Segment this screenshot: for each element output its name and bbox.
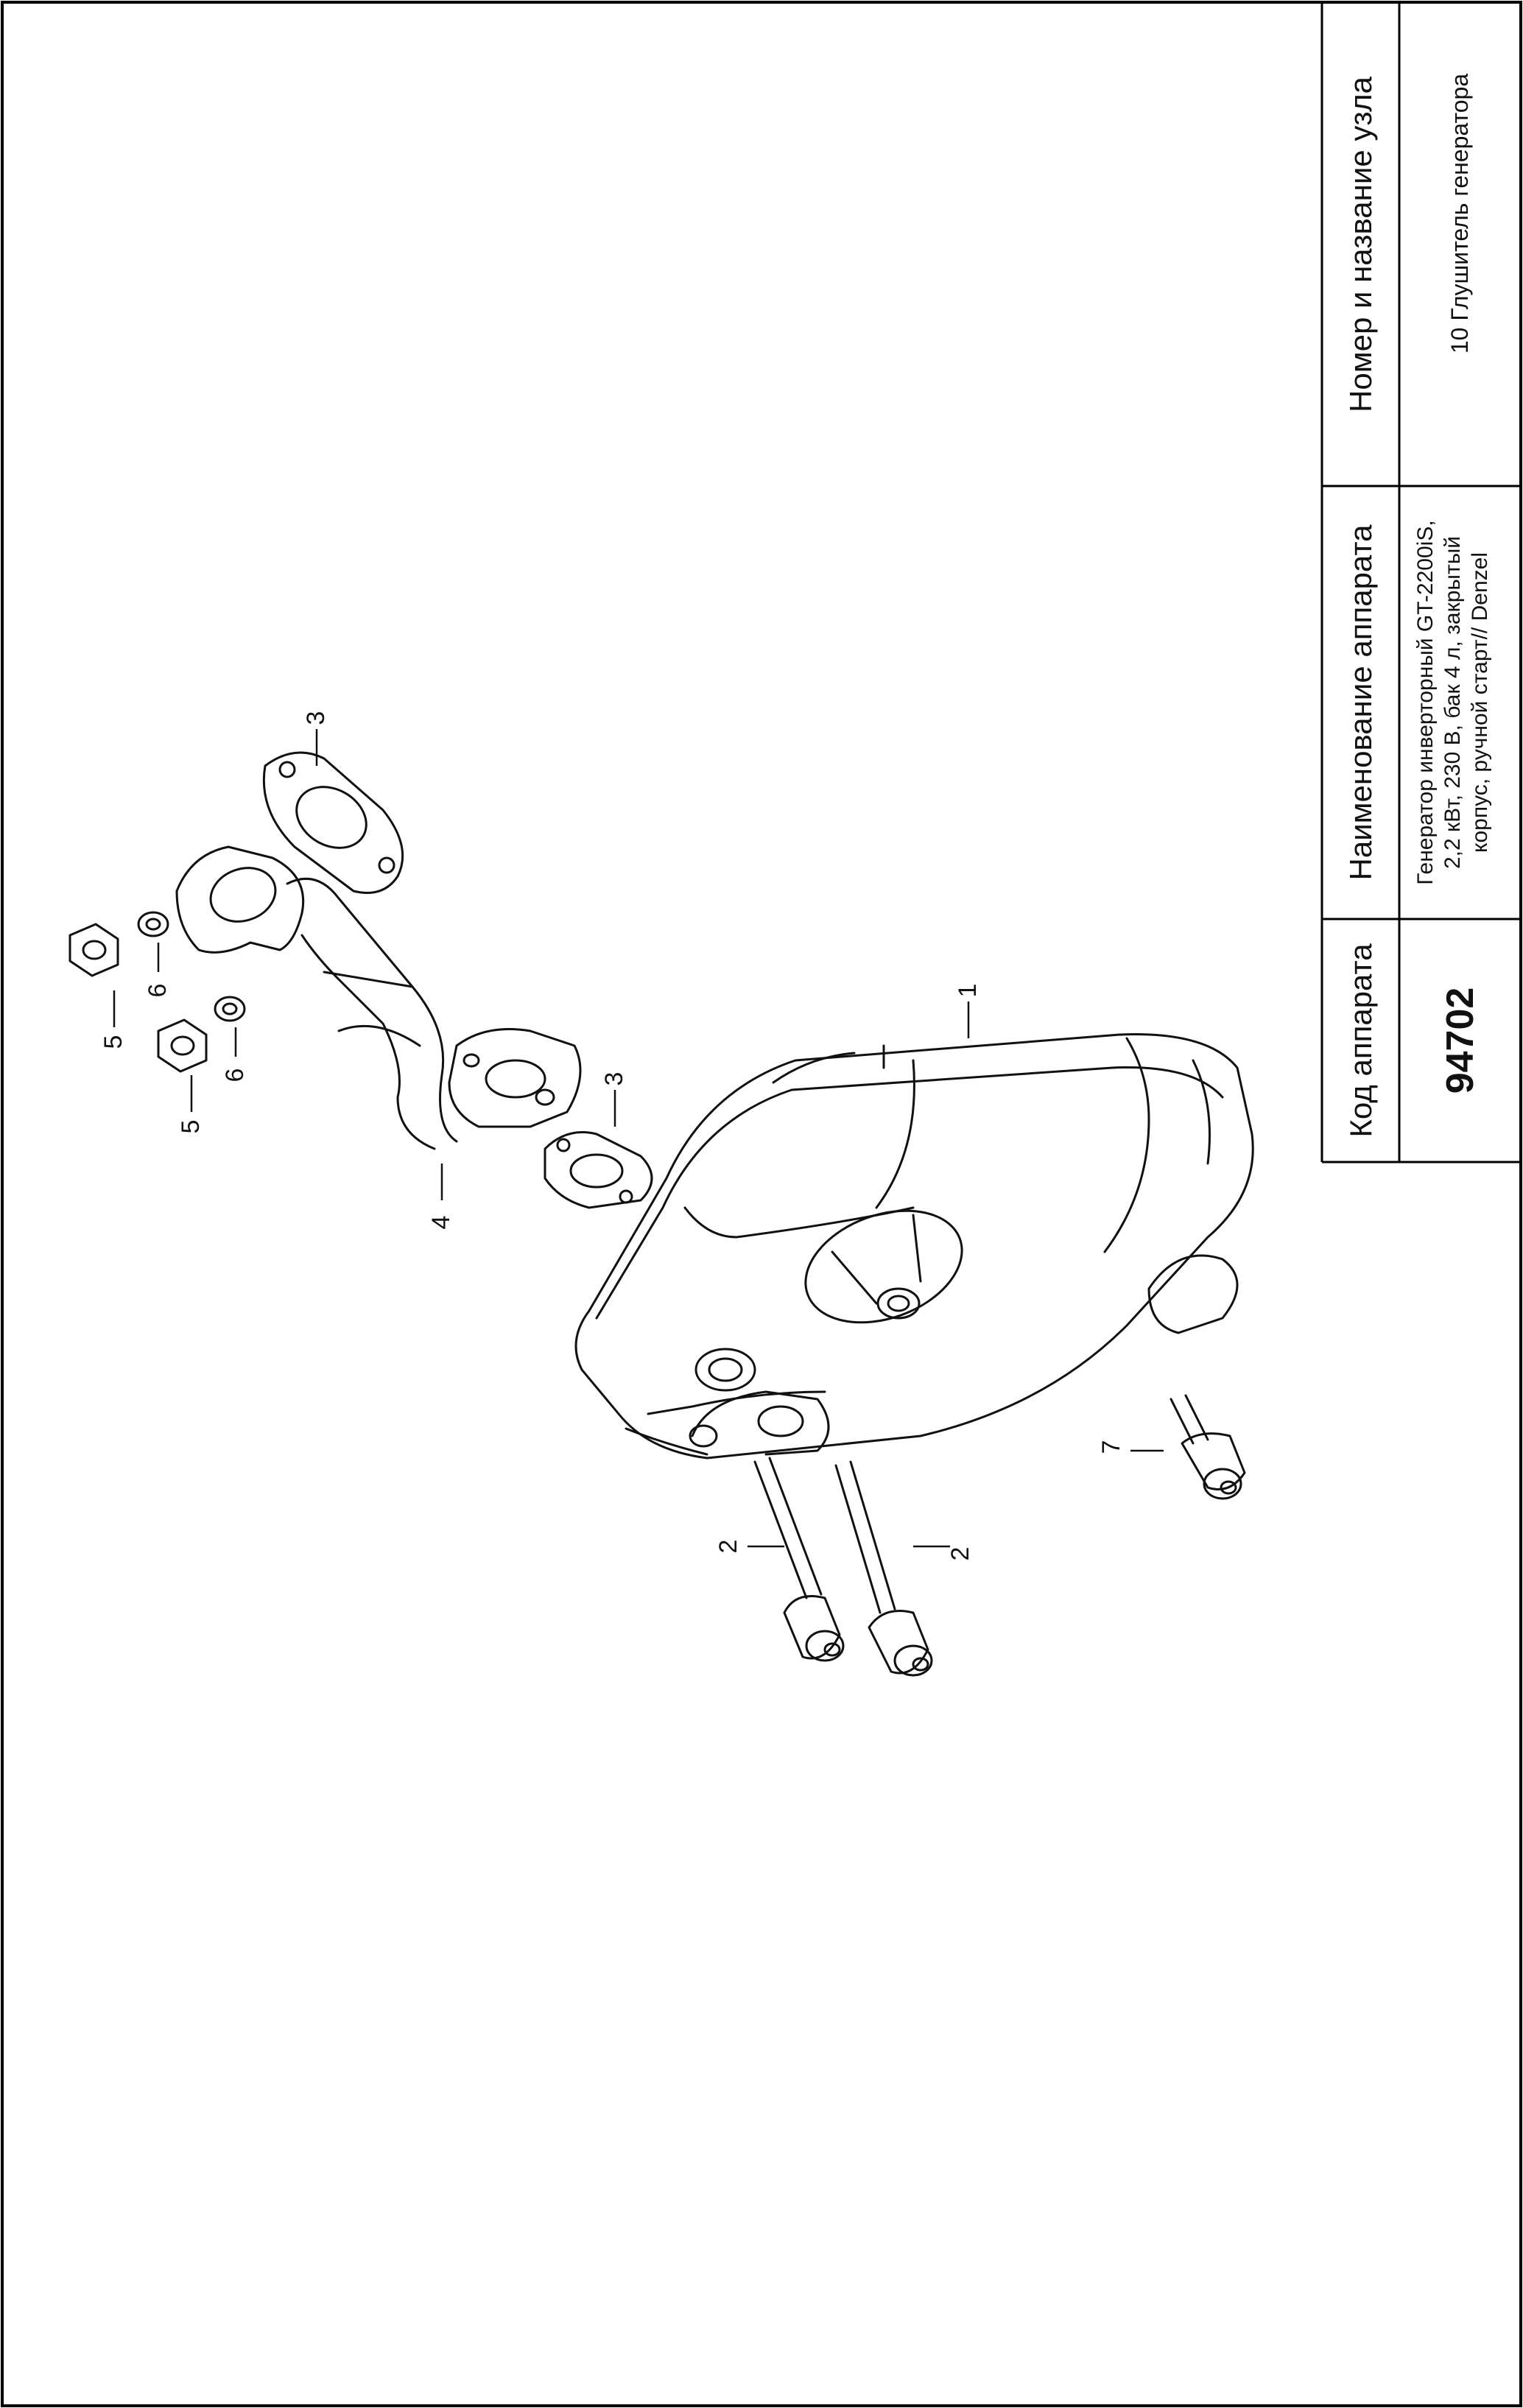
header-code: Код аппарата bbox=[1343, 943, 1378, 1138]
gasket-top bbox=[262, 751, 404, 894]
callout-4: 4 bbox=[427, 1216, 455, 1230]
callout-5b: 5 bbox=[177, 1120, 205, 1134]
callout-1: 1 bbox=[954, 984, 982, 998]
title-block bbox=[1320, 2, 1521, 1163]
callout-5a: 5 bbox=[99, 1035, 127, 1049]
callout-7: 7 bbox=[1097, 1440, 1125, 1454]
leader-lines bbox=[113, 729, 1164, 1548]
header-unit: Номер и название узла bbox=[1343, 76, 1378, 412]
callout-3b: 3 bbox=[600, 1072, 628, 1086]
callout-2a: 2 bbox=[714, 1540, 742, 1554]
washer-top bbox=[137, 911, 169, 937]
callout-6a: 6 bbox=[144, 984, 172, 998]
bolt-long-left bbox=[753, 1457, 845, 1662]
apparatus-name-line1: Генератор инверторный GT-2200iS, bbox=[1413, 520, 1438, 884]
exhaust-pipe bbox=[175, 845, 582, 1150]
apparatus-name-line3: корпус, ручной старт// Denzel bbox=[1468, 552, 1492, 853]
apparatus-code: 94702 bbox=[1439, 988, 1482, 1094]
bolt-short bbox=[1169, 1394, 1246, 1500]
callout-2b: 2 bbox=[946, 1547, 974, 1561]
header-name: Наименование аппарата bbox=[1343, 524, 1378, 881]
callout-6b: 6 bbox=[221, 1069, 249, 1082]
nut-top bbox=[68, 923, 119, 977]
apparatus-name-line2: 2,2 кВт, 230 В, бак 4 л, закрытый bbox=[1441, 536, 1465, 869]
callout-3a: 3 bbox=[302, 711, 330, 725]
unit-name: 10 Глушитель генератора bbox=[1446, 74, 1473, 354]
gasket-bottom bbox=[544, 1131, 653, 1209]
muffler-body bbox=[574, 1033, 1254, 1460]
nut-bottom bbox=[157, 1018, 208, 1073]
bolt-long-right bbox=[834, 1460, 933, 1677]
washer-bottom bbox=[214, 996, 246, 1022]
